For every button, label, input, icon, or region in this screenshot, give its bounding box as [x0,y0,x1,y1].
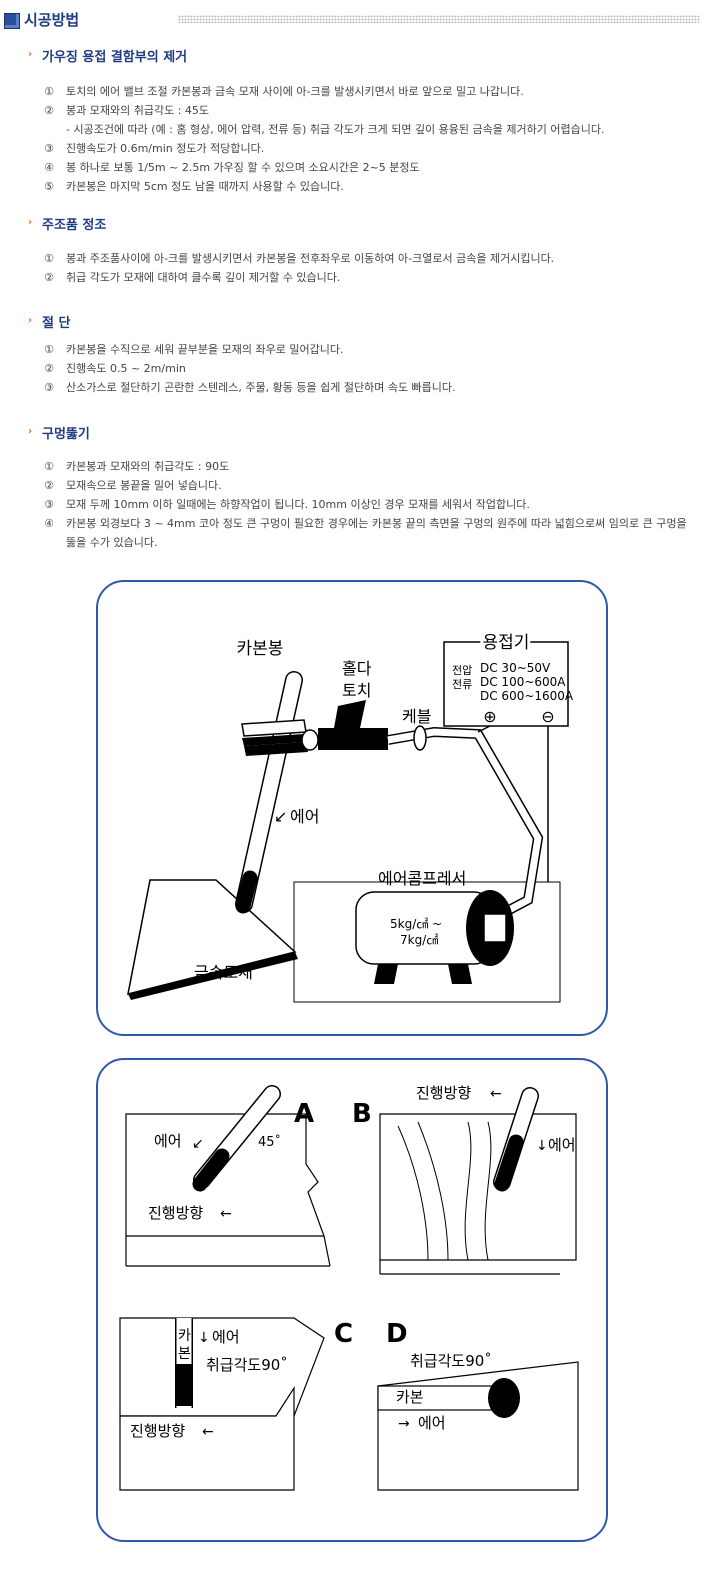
plate-c-front [119,1385,295,1491]
plate-b [379,1113,577,1261]
equipment-diagram-panel: 카본봉 홀다 토치 케블 용접기 전압 전류 DC 30~50V DC 100~… [96,580,608,1036]
air-label-d: 에어 [418,1414,446,1432]
cable-inner [387,728,542,922]
angle-45-label: 45˚ [258,1134,281,1150]
chevron-right-icon: › [28,49,33,60]
dc-range-2: DC 100~600A [480,675,566,689]
direction-label-a: 진행방향 [148,1204,203,1222]
label-a: A [294,1099,314,1129]
compressor-foot-right [448,964,472,984]
current-label: 전류 [452,678,472,691]
torch-joint [301,729,319,751]
cable-label: 케블 [402,707,431,726]
air-arrow-icon: ↓ [536,1138,548,1154]
carbon-rod-fill [236,672,302,912]
carbon-label-d: 카본 [396,1388,424,1406]
technique-diagram-panel: A 에어 ↙ 45˚ 진행방향 ← B 진행방향 ← ↓ 에어 C 카 본 ↓ … [96,1058,608,1542]
compressor-foot-left [374,964,398,984]
gouging-technique-diagrams: A 에어 ↙ 45˚ 진행방향 ← B 진행방향 ← ↓ 에어 C 카 본 ↓ … [119,1084,579,1491]
label-b: B [352,1099,372,1129]
compressor-nozzle [483,913,507,943]
ground-outline [293,881,561,1003]
section-title: 구멍뚫기 [42,427,90,442]
air-arrow-icon: ↙ [192,1136,204,1152]
compressor-label: 에어콤프레서 [378,869,466,888]
minus-terminal-icon: ⊖ [541,707,554,726]
gouging-equipment-diagram: 카본봉 홀다 토치 케블 용접기 전압 전류 DC 30~50V DC 100~… [127,630,574,1003]
air-label-c: 에어 [212,1328,240,1346]
plus-terminal-icon: ⊕ [483,707,496,726]
air-arrow-icon: ↙ [274,807,287,826]
plate-a [125,1113,325,1237]
label-c: C [334,1319,353,1349]
air-arrow-icon: ↓ [198,1330,210,1346]
welder-label: 용접기 [483,633,530,653]
direction-arrow-icon: ← [490,1086,502,1102]
dotted-divider [178,15,700,23]
holder-jaw-base [244,742,308,756]
dc-range-1: DC 30~50V [480,661,551,675]
angle-90-label-c: 취급각도90˚ [206,1356,288,1374]
welder-box [443,641,569,727]
voltage-label: 전압 [452,664,472,677]
direction-label-b: 진행방향 [416,1084,471,1102]
title-square-icon [4,13,20,29]
air-label-a: 에어 [154,1132,182,1150]
carbon-rod-tip [235,870,258,914]
cable-connector [413,725,427,751]
chevron-right-icon: › [28,217,33,228]
welder-lead [477,725,491,733]
cable-outer [387,726,544,923]
carbon-label-c1: 카 [178,1328,191,1344]
chevron-right-icon: › [28,426,33,437]
section-title: 가우징 용접 결함부의 제거 [42,50,188,65]
metal-plate-edge [128,952,298,1000]
pressure-line-1: 5kg/㎠ ~ [390,917,442,931]
air-label-b: 에어 [548,1136,576,1154]
direction-label-c: 진행방향 [130,1422,185,1440]
torch-label: 토치 [342,681,371,700]
direction-arrow-icon: ← [220,1206,232,1222]
label-d: D [386,1319,408,1349]
torch-handle [318,728,388,750]
holder-label: 홀다 [342,659,372,678]
dc-range-3: DC 600~1600A [480,689,574,703]
holder-jaw-bottom [242,734,306,746]
section-title: 주조품 정조 [42,218,107,233]
carbon-label-c2: 본 [178,1346,191,1362]
chevron-right-icon: › [28,315,33,326]
holder-jaw-top [241,719,307,737]
torch-lever [334,700,366,728]
section-title: 절 단 [42,316,71,331]
angle-90-label-d: 취급각도90˚ [410,1352,492,1370]
pressure-line-2: 7kg/㎠ [400,933,438,947]
air-arrow-icon: → [398,1416,410,1432]
plate-c-top [119,1317,325,1417]
page-header: 시공방법 [0,6,707,34]
air-label: 에어 [290,807,319,826]
list-item-note: - 시공조건에 따라 (예 : 홈 형상, 에어 압력, 전류 등) 취급 각도… [66,123,605,136]
metal-base-label: 금속모재 [194,963,253,982]
page-title: 시공방법 [24,11,80,29]
carbon-rod-label: 카본봉 [237,639,284,659]
direction-arrow-icon: ← [202,1424,214,1440]
